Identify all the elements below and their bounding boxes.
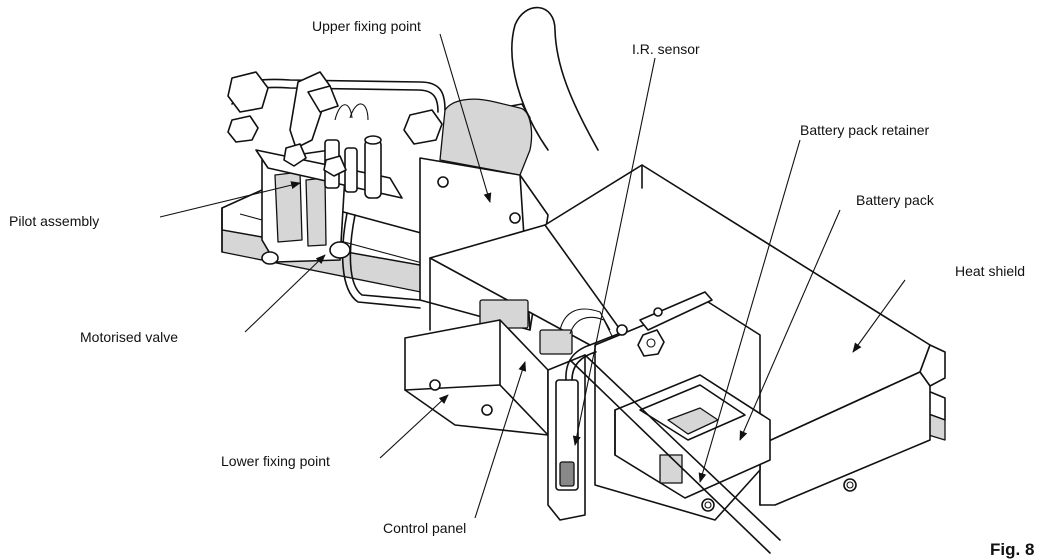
lower-fixing-bracket	[404, 319, 549, 436]
label-upper-fixing-point: Upper fixing point	[312, 18, 421, 34]
leader-battery-pack-retainer	[698, 139, 801, 483]
figure-number: Fig. 8	[990, 540, 1034, 559]
leader-ir-sensor	[572, 57, 656, 446]
pilot-assembly-part	[255, 71, 403, 199]
label-ir-sensor: I.R. sensor	[632, 41, 700, 57]
leader-motorised-valve	[244, 254, 326, 333]
leader-upper-fixing-point	[439, 33, 492, 203]
label-control-panel: Control panel	[383, 520, 466, 536]
label-lower-fixing-point: Lower fixing point	[221, 453, 330, 469]
label-battery-pack-retainer: Battery pack retainer	[800, 122, 930, 138]
leader-heat-shield	[852, 279, 906, 353]
leader-lines	[159, 33, 906, 519]
heat-shield-part	[544, 164, 946, 506]
callout-labels: Upper fixing point I.R. sensor Battery p…	[9, 18, 1034, 559]
label-pilot-assembly: Pilot assembly	[9, 213, 99, 229]
label-battery-pack: Battery pack	[856, 192, 935, 208]
leader-pilot-assembly	[159, 181, 301, 218]
leader-battery-pack	[739, 209, 841, 441]
heater-assembly-drawing	[221, 6, 946, 554]
thermocouple-wire-loop	[511, 6, 599, 151]
ir-sensor-part	[555, 344, 597, 491]
leader-lower-fixing-point	[379, 394, 449, 459]
label-heat-shield: Heat shield	[955, 263, 1025, 279]
leader-control-panel	[474, 361, 527, 519]
label-motorised-valve: Motorised valve	[80, 329, 178, 345]
